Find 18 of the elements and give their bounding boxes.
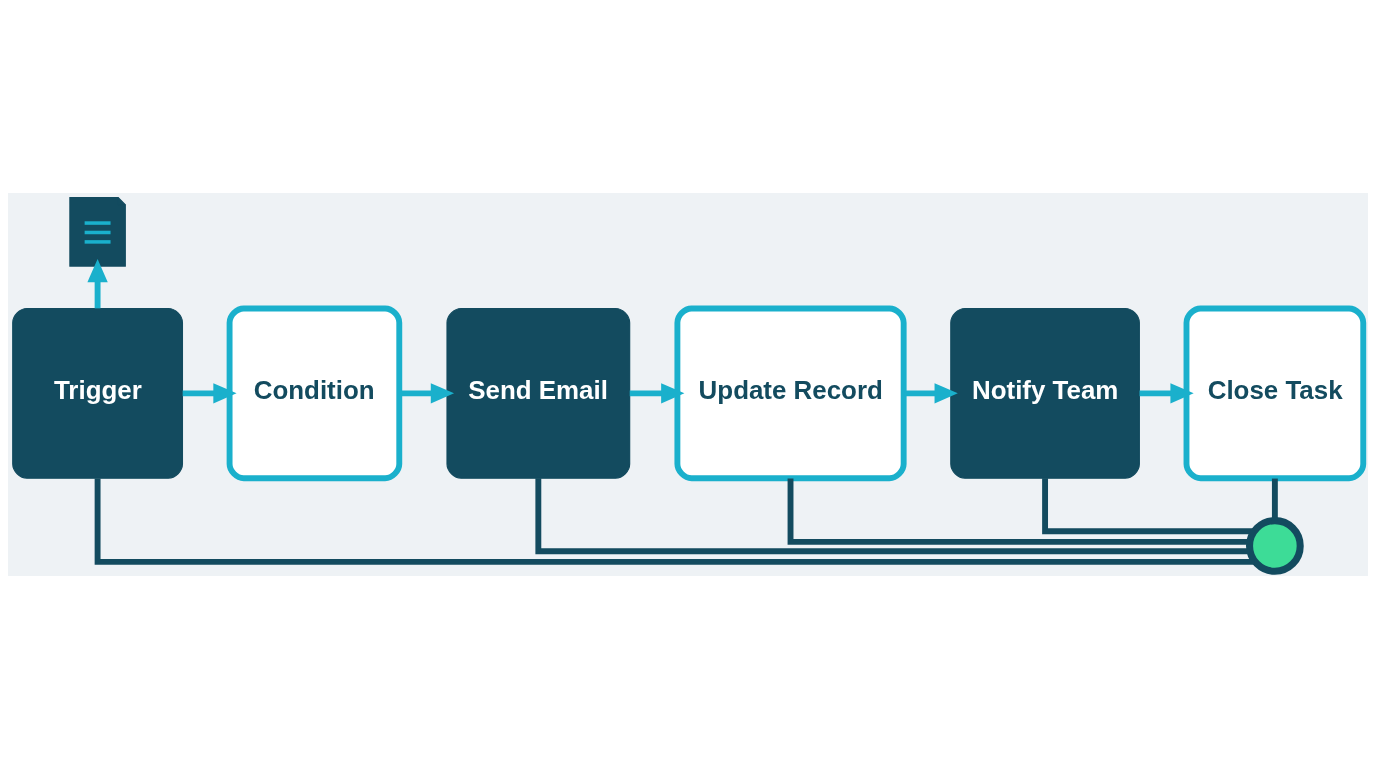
- arrow: [904, 382, 958, 403]
- arrow: [1139, 382, 1194, 403]
- node-box: Trigger: [12, 307, 184, 479]
- node-circle: [1246, 516, 1304, 575]
- node-box: Send Email: [446, 307, 631, 479]
- arrow: [399, 382, 455, 403]
- node-box: Condition: [226, 305, 403, 481]
- connector: [535, 477, 1250, 554]
- connector: [1271, 478, 1278, 520]
- connector: [787, 477, 1250, 545]
- node-box: Close Task: [1183, 305, 1367, 481]
- connector: [94, 478, 1255, 565]
- node-box: Update Record: [674, 305, 907, 481]
- arrow: [629, 382, 685, 403]
- arrow: [87, 258, 108, 308]
- arrow: [182, 382, 237, 403]
- node-box: Notify Team: [950, 307, 1140, 479]
- connector: [1042, 477, 1255, 534]
